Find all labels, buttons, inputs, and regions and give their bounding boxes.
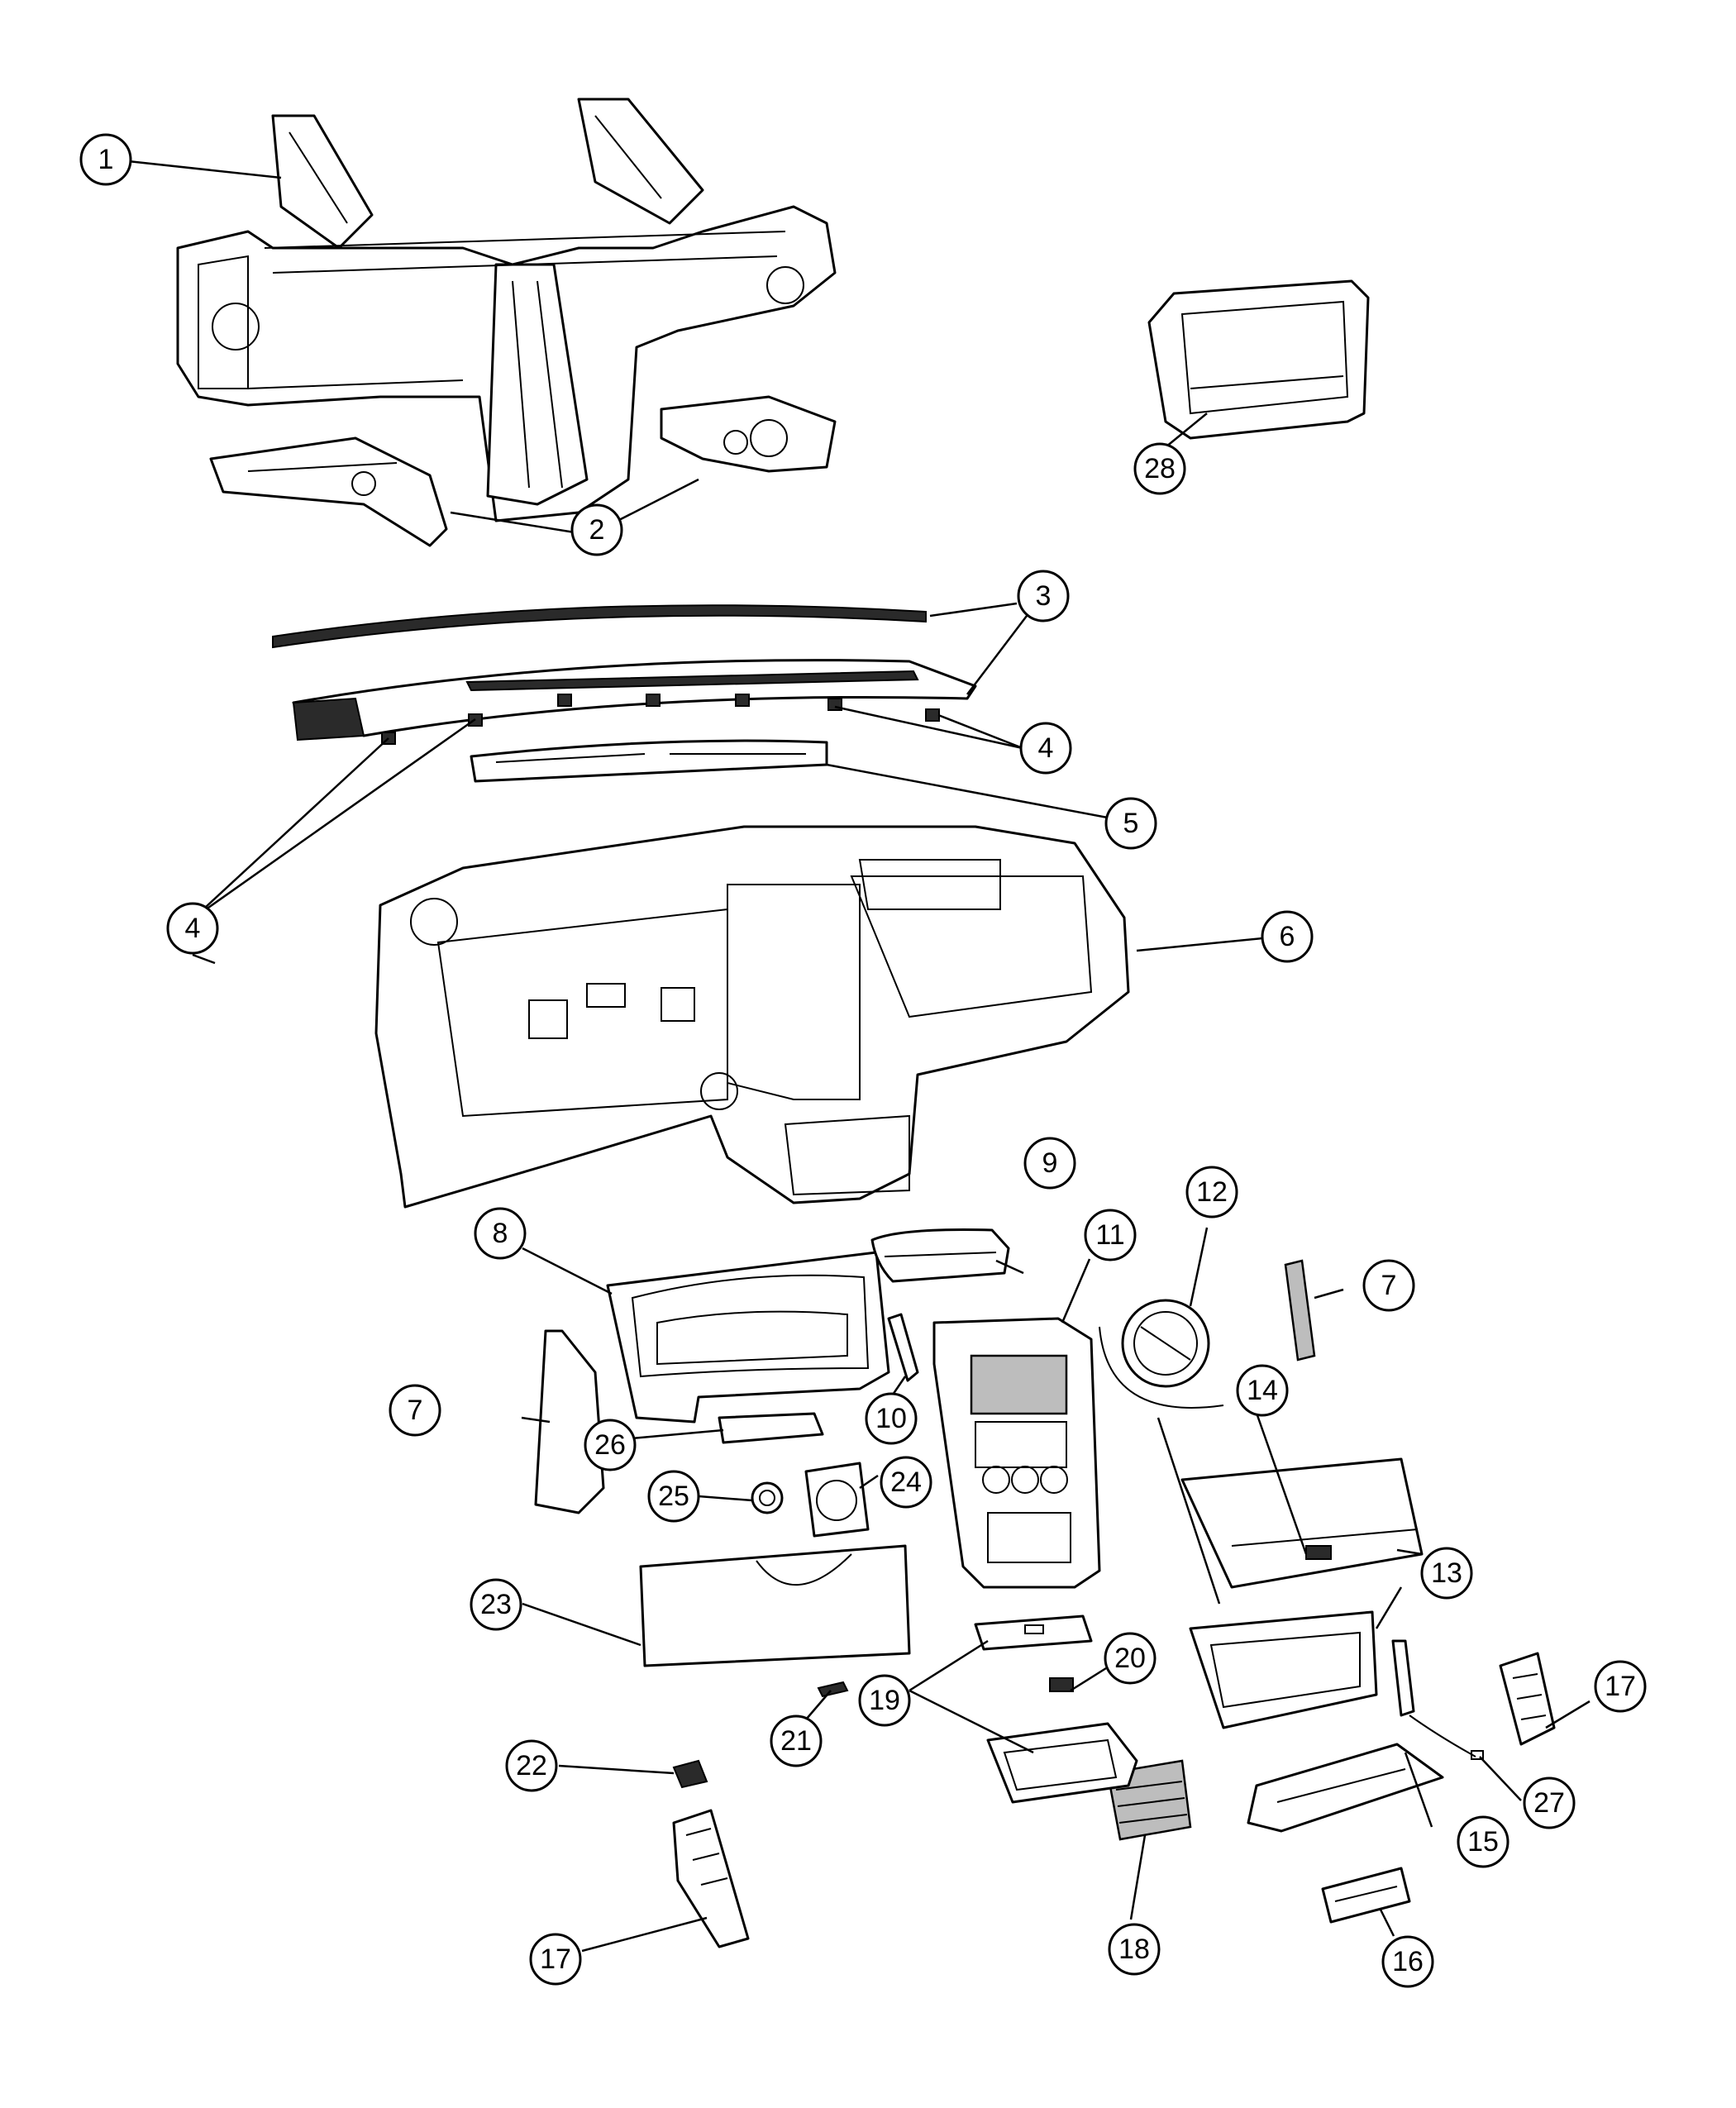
svg-text:21: 21 xyxy=(780,1725,812,1757)
callout-17-right: 17 xyxy=(1594,1660,1647,1713)
callout-7-left: 7 xyxy=(389,1384,441,1437)
svg-text:12: 12 xyxy=(1196,1176,1228,1208)
sensor-wire-part xyxy=(1391,1639,1484,1760)
svg-text:1: 1 xyxy=(98,144,114,175)
svg-text:9: 9 xyxy=(1042,1147,1058,1179)
small-bezel-part xyxy=(672,1759,708,1789)
callout-14: 14 xyxy=(1236,1364,1289,1417)
knee-panel-part xyxy=(639,1544,911,1667)
callout-6: 6 xyxy=(1261,910,1314,963)
svg-text:5: 5 xyxy=(1123,808,1139,839)
callout-22: 22 xyxy=(505,1739,558,1792)
svg-text:13: 13 xyxy=(1431,1557,1462,1589)
svg-text:17: 17 xyxy=(1605,1671,1636,1702)
svg-text:24: 24 xyxy=(890,1467,922,1498)
svg-text:2: 2 xyxy=(589,514,605,546)
svg-text:15: 15 xyxy=(1467,1826,1499,1858)
switch-bezel-round-part xyxy=(751,1481,784,1514)
svg-text:7: 7 xyxy=(408,1395,423,1426)
side-trim-small-part xyxy=(887,1313,919,1382)
cluster-bezel-part xyxy=(606,1251,890,1424)
svg-text:26: 26 xyxy=(594,1429,626,1461)
callout-8: 8 xyxy=(474,1207,527,1260)
svg-text:17: 17 xyxy=(540,1943,571,1975)
callout-25: 25 xyxy=(647,1470,700,1523)
callout-19: 19 xyxy=(858,1674,911,1727)
side-end-cap-left-part xyxy=(534,1329,605,1514)
defroster-duct-part xyxy=(470,739,828,783)
air-vent-right-part xyxy=(1499,1652,1556,1746)
callout-15: 15 xyxy=(1457,1815,1509,1868)
round-knob-part xyxy=(1099,1299,1224,1409)
side-end-cap-right-part xyxy=(1284,1259,1316,1362)
glovebox-latch-part xyxy=(1321,1867,1411,1924)
callout-28: 28 xyxy=(1133,442,1186,495)
callout-16: 16 xyxy=(1381,1935,1434,1988)
svg-text:28: 28 xyxy=(1144,453,1176,484)
callout-3: 3 xyxy=(1017,570,1070,622)
svg-text:10: 10 xyxy=(875,1403,907,1434)
air-vent-left-part xyxy=(672,1809,750,1948)
svg-text:19: 19 xyxy=(869,1685,900,1716)
center-top-cover-part xyxy=(870,1228,1010,1283)
storage-bin-part xyxy=(986,1722,1138,1804)
bin-clip-part xyxy=(1049,1677,1074,1692)
callout-2: 2 xyxy=(570,503,623,556)
outlet-bezel-part xyxy=(804,1462,870,1538)
callout-10: 10 xyxy=(865,1392,918,1445)
cross-car-beam-part xyxy=(176,98,837,522)
svg-text:3: 3 xyxy=(1036,580,1052,612)
svg-text:25: 25 xyxy=(658,1481,689,1512)
callout-7-right: 7 xyxy=(1362,1259,1415,1312)
callout-20: 20 xyxy=(1104,1632,1157,1685)
svg-text:18: 18 xyxy=(1118,1934,1150,1965)
svg-text:6: 6 xyxy=(1280,921,1295,952)
retaining-clips-part xyxy=(381,694,940,745)
center-stack-bezel-part xyxy=(932,1317,1101,1589)
svg-text:22: 22 xyxy=(516,1750,547,1781)
svg-text:16: 16 xyxy=(1392,1946,1424,1977)
callout-4-left: 4 xyxy=(166,902,219,955)
callout-5: 5 xyxy=(1104,797,1157,850)
svg-text:7: 7 xyxy=(1381,1270,1397,1301)
svg-text:27: 27 xyxy=(1533,1787,1565,1819)
glovebox-bin-part xyxy=(1189,1610,1378,1729)
bin-cover-part xyxy=(974,1614,1093,1651)
callout-9: 9 xyxy=(1023,1137,1076,1190)
callout-1: 1 xyxy=(79,133,132,186)
callout-18: 18 xyxy=(1108,1923,1161,1976)
callout-23: 23 xyxy=(470,1578,522,1631)
svg-text:8: 8 xyxy=(493,1218,508,1249)
svg-text:20: 20 xyxy=(1114,1643,1146,1674)
small-clip-part xyxy=(817,1681,849,1698)
callout-13: 13 xyxy=(1420,1547,1473,1600)
glovebox-liner-part xyxy=(1247,1743,1444,1833)
instrument-panel-part xyxy=(374,825,1130,1209)
callout-27: 27 xyxy=(1523,1777,1576,1829)
callout-26: 26 xyxy=(584,1419,637,1471)
leader-lines xyxy=(127,160,1591,1953)
svg-text:4: 4 xyxy=(1038,732,1054,764)
callout-17-left: 17 xyxy=(529,1933,582,1986)
callout-24: 24 xyxy=(880,1456,932,1509)
glovebox-door-part xyxy=(1180,1457,1424,1589)
svg-text:14: 14 xyxy=(1247,1375,1278,1406)
switch-bar-part xyxy=(718,1412,824,1444)
svg-text:11: 11 xyxy=(1095,1219,1124,1251)
lower-bracket-parts xyxy=(209,395,837,547)
callout-21: 21 xyxy=(770,1715,823,1767)
callout-12: 12 xyxy=(1185,1166,1238,1219)
callout-4-right: 4 xyxy=(1019,722,1072,775)
glovebox-frame-part xyxy=(1147,279,1370,440)
svg-text:23: 23 xyxy=(480,1589,512,1620)
top-trim-strips-part xyxy=(272,604,977,742)
callout-11: 11 xyxy=(1084,1209,1137,1261)
svg-text:4: 4 xyxy=(185,913,201,944)
